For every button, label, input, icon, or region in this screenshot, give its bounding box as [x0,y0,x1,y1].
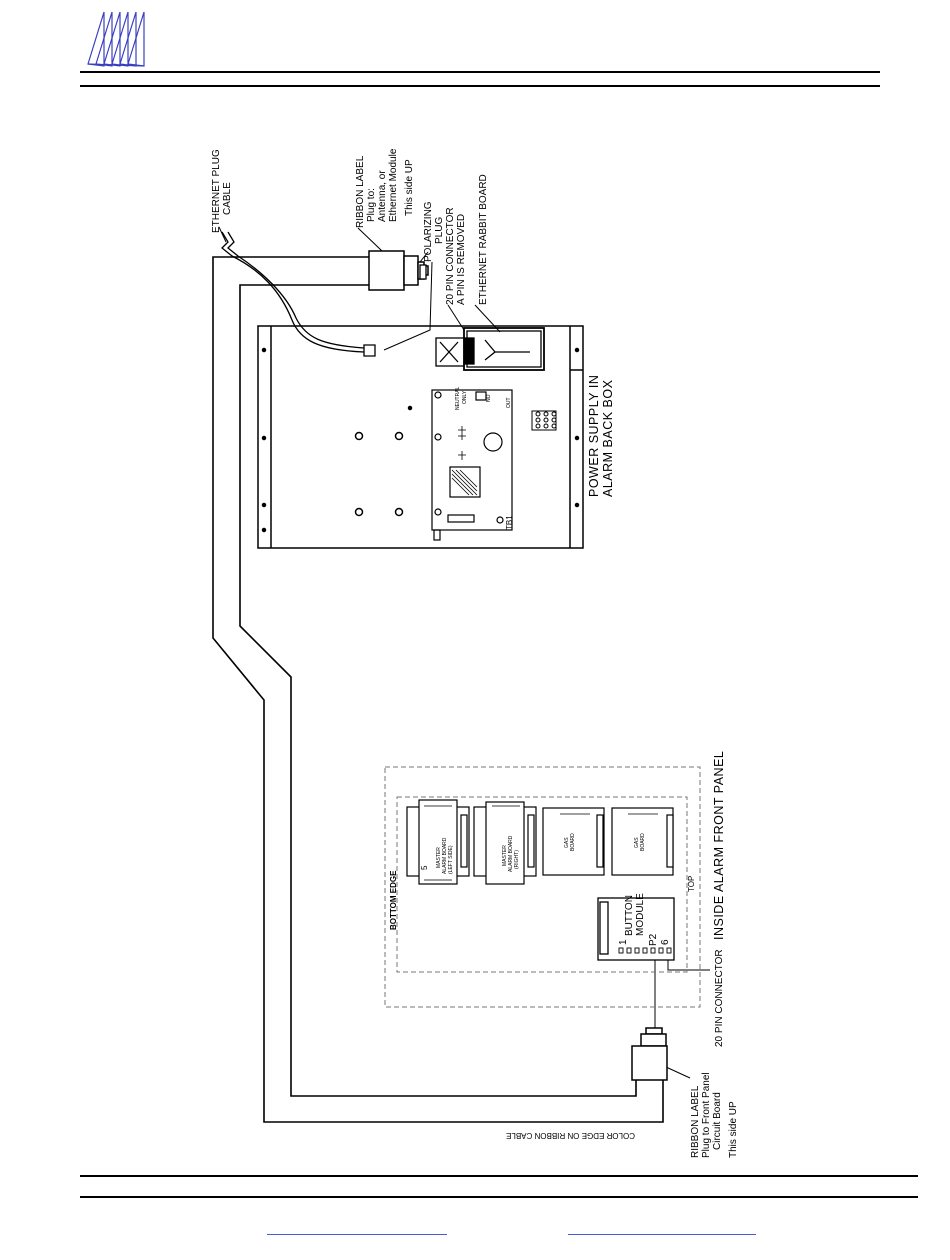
label-20pin-connector-top: 20 PIN CONNECTOR A PIN IS REMOVED [445,205,467,305]
label-ethernet-rabbit-board: ETHERNET RABBIT BOARD [478,174,489,305]
footer-rule-top [80,1175,918,1177]
company-logo-icon [87,11,145,67]
psu-mark-out: OUT [506,397,512,408]
label-ribbon-bottom: RIBBON LABEL Plug to Front Panel Circuit… [690,1070,739,1158]
label-power-supply: POWER SUPPLY IN ALARM BACK BOX [587,371,615,497]
button-pin-1: 1 [618,939,629,945]
header-rule-bottom [80,85,880,87]
button-module-label: BUTTON MODULE [624,892,646,936]
footer-link-2[interactable] [568,1218,756,1235]
psu-mark-no: NO [486,394,492,402]
alarm-front-panel [384,766,701,1008]
button-pin-p2: P2 [648,933,659,946]
label-20pin-connector-bottom: 20 PIN CONNECTOR [714,949,725,1047]
label-top: TOP [687,876,696,892]
label-ethernet-plug-cable: ETHERNET PLUG CABLE [211,146,233,233]
ribbon-connector-bottom [631,1027,668,1081]
footer-rule-bottom [80,1196,918,1198]
front-panel-modules [406,799,674,885]
button-pin-6: 6 [660,939,671,945]
ethernet-plug-cable [221,231,376,357]
label-ribbon-top: RIBBON LABEL Plug to: Antenna, or Ethern… [355,146,415,228]
module-1-label: MASTER ALARM BOARD (LEFT SIDE) [436,836,454,874]
module-2-label: MASTER ALARM BOARD (RIGHT) [502,834,520,872]
ribbon-connector-top [368,250,429,291]
label-inside-front-panel: INSIDE ALARM FRONT PANEL [712,751,726,940]
ribbon-cable [212,256,664,1123]
label-bottom-edge: BOTTOM EDGE [389,870,398,930]
ethernet-rabbit-board [435,327,545,371]
module-3-label: GAS BOARD [564,833,576,851]
button-module [597,897,675,961]
psu-mark-neutral: NEUTRAL [455,386,461,410]
psu-mark-only: ONLY [462,390,468,404]
label-polarizing-plug: POLARIZING PLUG [423,199,445,262]
polarizing-plug [419,264,427,280]
footer-link-1[interactable] [267,1218,447,1235]
psu-mark-tb1: TB1 [505,515,514,530]
power-supply-board [431,389,557,541]
label-color-edge: COLOR EDGE ON RIBBON CABLE [506,1131,635,1140]
header-rule-top [80,71,880,73]
alarm-back-box [257,325,584,549]
module-pin-5: 5 [420,865,429,870]
module-4-label: GAS BOARD [634,833,646,851]
